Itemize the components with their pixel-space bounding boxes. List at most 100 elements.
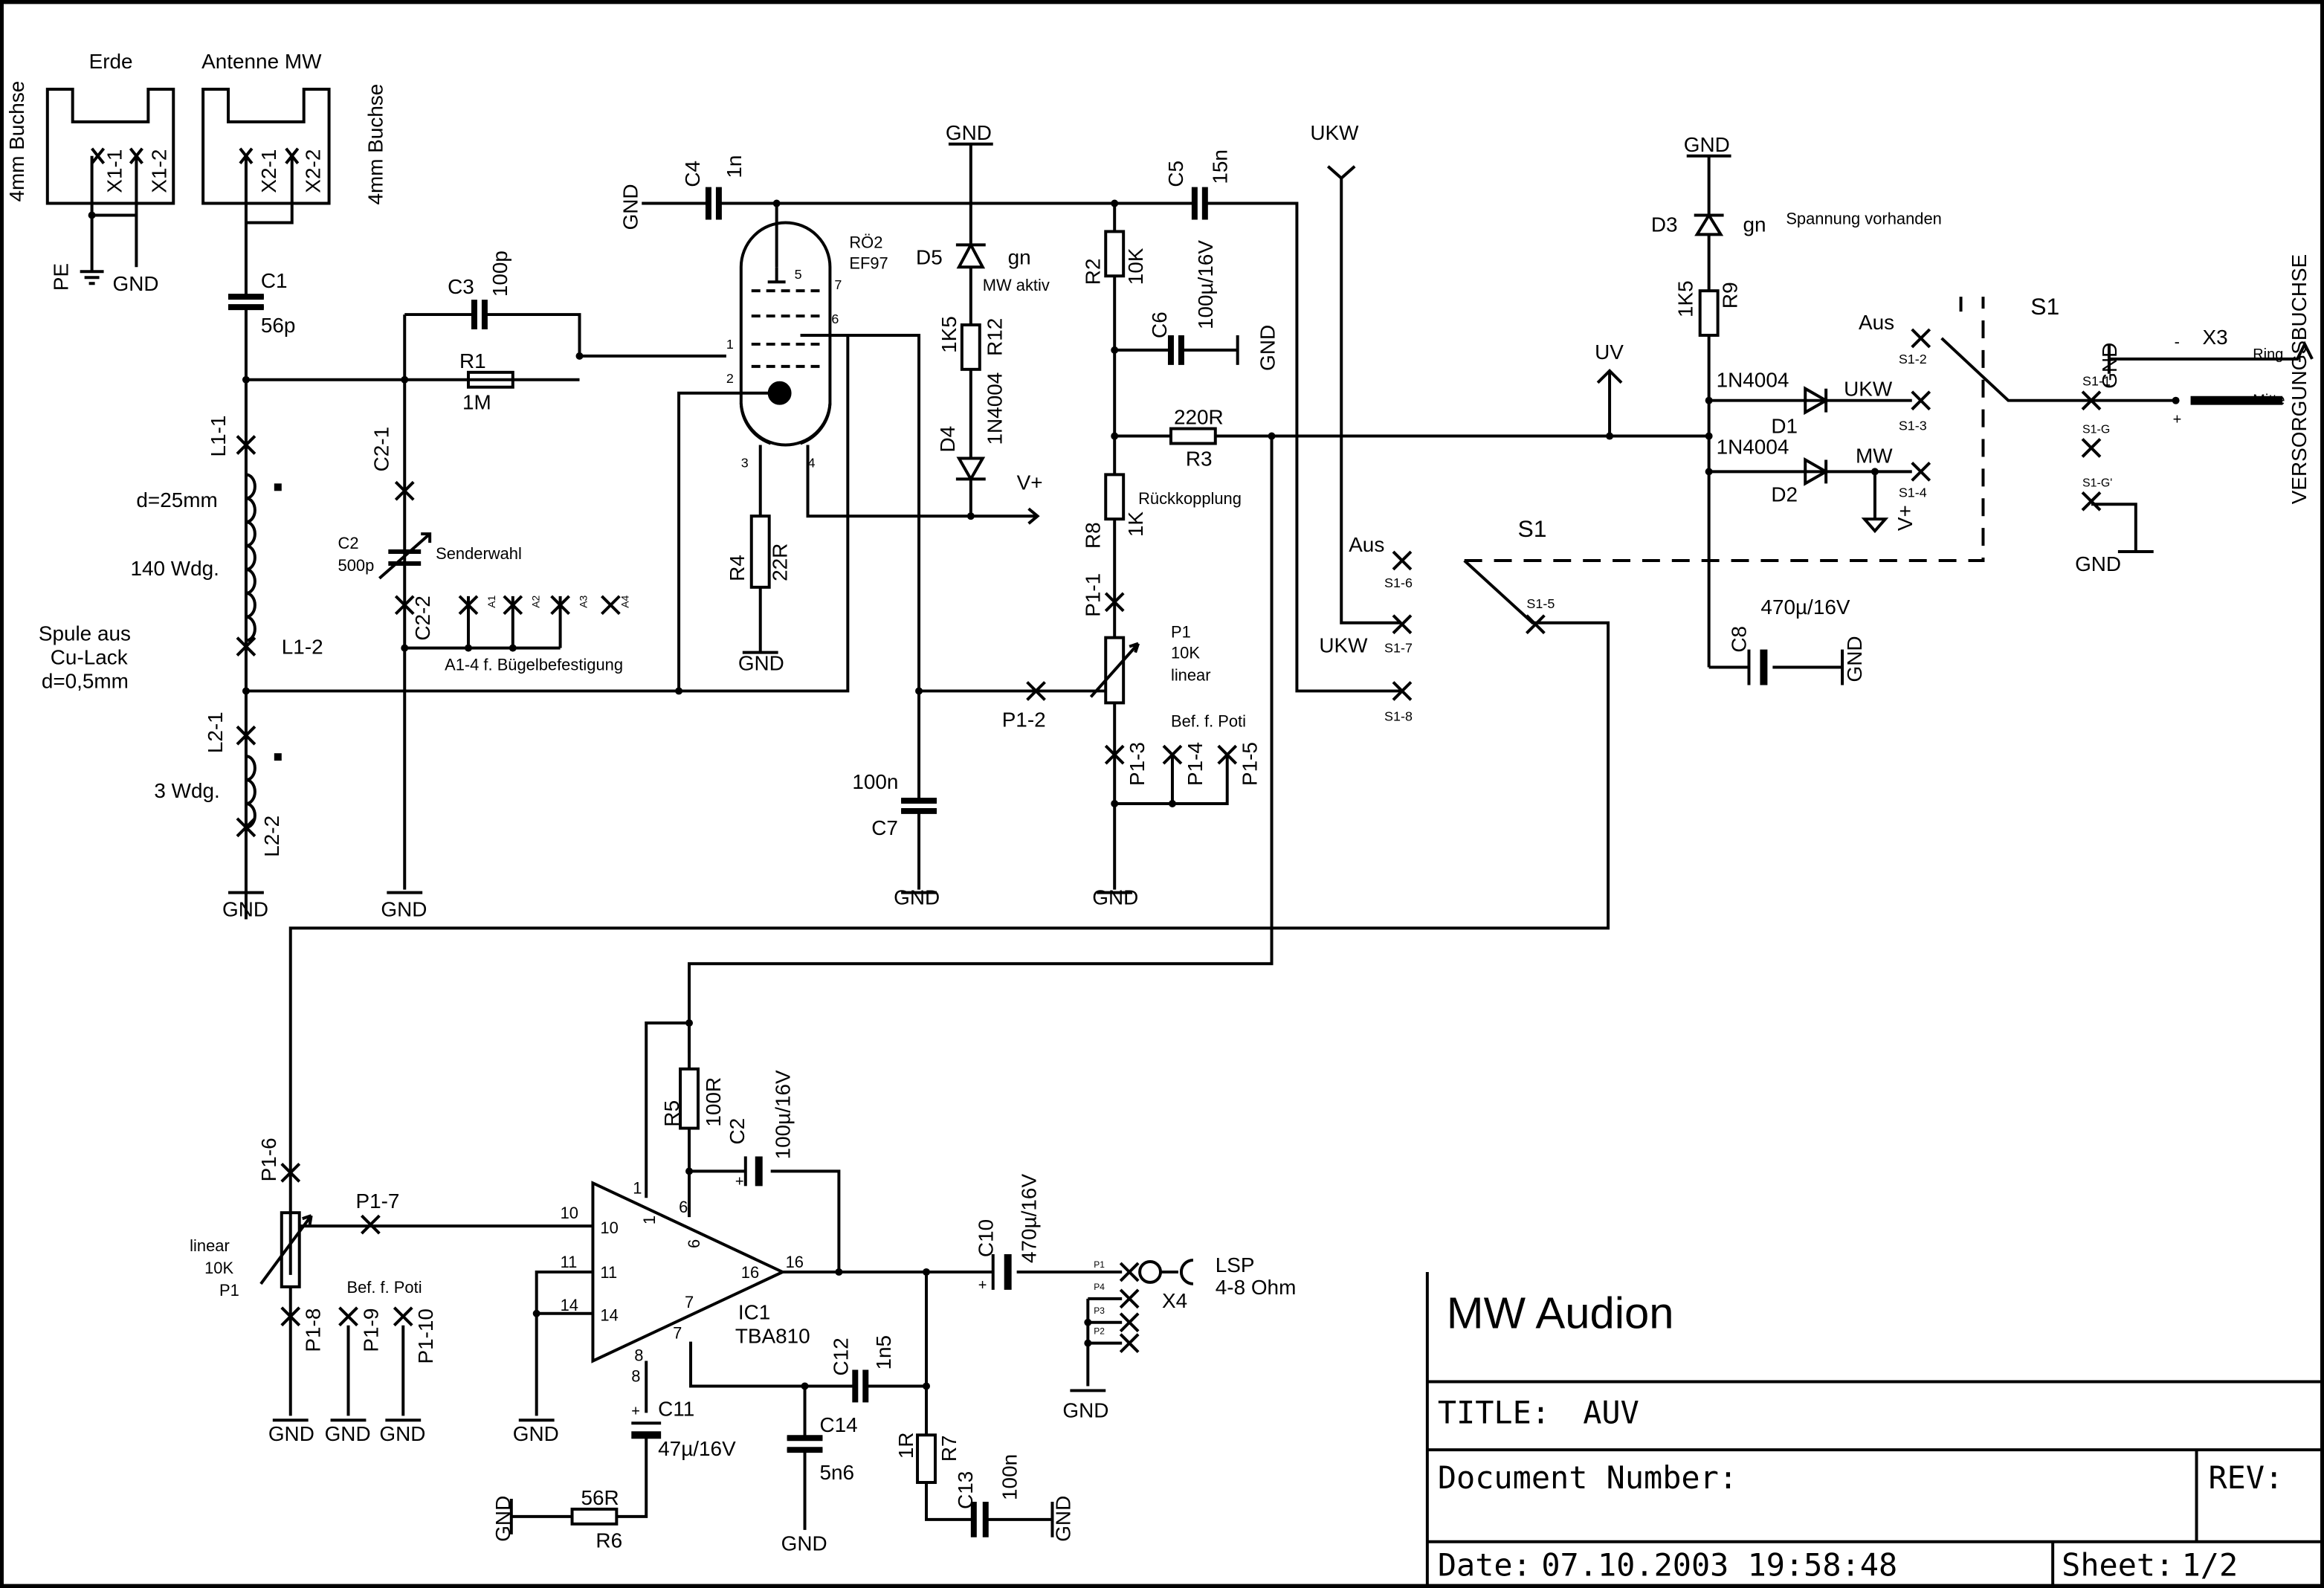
label-gnd-d3: GND (1684, 133, 1730, 156)
label-a2: A2 (530, 596, 542, 608)
label-gnd-c8: GND (1843, 636, 1866, 682)
label-pin7: 7 (834, 277, 842, 292)
label-d2v: 1N4004 (1717, 435, 1789, 458)
label-ring: Ring (2253, 346, 2283, 363)
label-p16: P1-6 (257, 1137, 280, 1181)
label-tba: TBA810 (735, 1325, 810, 1348)
label-c7v: 100n (852, 770, 898, 793)
label-befpoti-bottom: Bef. f. Poti (347, 1278, 422, 1297)
label-d5: D5 (916, 245, 943, 268)
label-pin3: 3 (741, 455, 749, 470)
label-k10: 10K (204, 1259, 233, 1277)
rev-label: REV: (2208, 1459, 2283, 1496)
project-title: MW Audion (1447, 1288, 1674, 1338)
label-gnd-c13: GND (1051, 1496, 1074, 1542)
label-pin4: 4 (808, 455, 816, 470)
label-a4: A4 (619, 596, 630, 608)
label-s1g: S1-G (2082, 424, 2110, 436)
label-p13: P1-3 (1126, 742, 1149, 786)
label-r9v: 1K5 (1674, 280, 1697, 317)
label-s12: S1-2 (1899, 352, 1927, 367)
label-plus-x3: + (2173, 412, 2182, 428)
label-uv: UV (1595, 340, 1624, 364)
label-s1-lower: S1 (1517, 515, 1546, 542)
label-r2v: 10K (1124, 248, 1147, 285)
label-c5v: 15n (1209, 149, 1232, 184)
label-n14: 14 (561, 1296, 578, 1314)
label-l11: L1-1 (207, 416, 230, 457)
label-pe: PE (50, 263, 73, 291)
label-c8: C8 (1727, 626, 1750, 653)
label-gnd-c6: GND (1256, 325, 1279, 371)
label-s18: S1-8 (1384, 709, 1413, 723)
label-c21: C2-1 (369, 427, 393, 472)
label-s16: S1-6 (1384, 575, 1413, 590)
label-l12: L1-2 (282, 636, 323, 659)
label-c1v: 56p (261, 314, 296, 337)
label-l22: L2-2 (260, 816, 283, 857)
label-c22: C2-2 (411, 596, 434, 641)
label-c13: C13 (954, 1471, 977, 1509)
label-c2v: 500p (338, 556, 375, 575)
label-plus-c2: + (735, 1173, 744, 1190)
label-d1v: 1N4004 (1717, 369, 1789, 392)
label-gnd-d5: GND (946, 121, 992, 144)
label-gn-d5: gn (1008, 245, 1031, 268)
label-lsp: LSP (1216, 1253, 1255, 1276)
label-n1-in: 1 (640, 1216, 659, 1224)
label-mw: MW (1856, 444, 1893, 467)
label-lin2: linear (190, 1236, 230, 1255)
label-c11v: 47µ/16V (658, 1437, 736, 1460)
label-n14-in: 14 (600, 1306, 618, 1325)
label-c13v: 100n (998, 1454, 1021, 1500)
label-ro2: RÖ2 (849, 233, 882, 251)
label-c1: C1 (261, 269, 288, 292)
label-wdg140: 140 Wdg. (130, 557, 219, 580)
label-versorgung: VERSORGUNGSBUCHSE (2288, 254, 2311, 504)
label-x22: X2-2 (302, 149, 325, 193)
label-ukw-s17: UKW (1319, 634, 1368, 657)
label-c4: C4 (681, 161, 704, 187)
label-n7-in: 7 (685, 1293, 694, 1311)
label-r7: R7 (937, 1435, 961, 1462)
label-n1: 1 (633, 1178, 642, 1197)
label-antenne: Antenne MW (201, 50, 322, 73)
label-r1v: 1M (462, 391, 491, 414)
label-c12v: 1n5 (872, 1335, 895, 1370)
label-c10: C10 (975, 1219, 998, 1257)
label-a3: A3 (577, 596, 589, 608)
label-pin1: 1 (726, 337, 734, 352)
label-l21: L2-1 (204, 711, 227, 753)
label-pin6: 6 (831, 312, 839, 326)
label-befpoti-top: Bef. f. Poti (1171, 711, 1246, 730)
docnum-label: Document Number: (1438, 1459, 1737, 1496)
label-s17: S1-7 (1384, 641, 1413, 656)
label-gnd-c14: GND (781, 1532, 827, 1555)
label-spule3: d=0,5mm (42, 669, 129, 692)
label-pin5: 5 (795, 267, 802, 282)
label-n8: 8 (634, 1346, 643, 1365)
label-n6-in: 6 (685, 1239, 703, 1248)
label-r4: R4 (726, 555, 749, 581)
label-r3: R3 (1186, 447, 1213, 470)
label-c3: C3 (448, 275, 474, 298)
label-c8v: 470µ/16V (1760, 596, 1850, 619)
label-ic1: IC1 (738, 1301, 770, 1324)
label-d1: D1 (1771, 415, 1798, 438)
label-gnd-p19: GND (325, 1422, 371, 1445)
title-value: AUV (1583, 1394, 1639, 1430)
label-n16-in: 16 (741, 1263, 759, 1282)
label-p14: P1-4 (1184, 742, 1207, 786)
label-s1-upper: S1 (2030, 293, 2059, 320)
label-x12: X1-2 (147, 149, 170, 193)
label-p19: P1-9 (359, 1308, 382, 1352)
label-r1: R1 (459, 349, 486, 372)
label-c6: C6 (1148, 312, 1171, 338)
label-n10: 10 (561, 1204, 578, 1222)
label-p12: P1-2 (1002, 708, 1046, 731)
sheet-label: Sheet: (2062, 1547, 2174, 1584)
label-gnd-c2: GND (381, 897, 427, 920)
label-r12v: 1K5 (937, 316, 961, 353)
label-erde: Erde (89, 50, 133, 73)
label-x4: X4 (1162, 1289, 1187, 1312)
